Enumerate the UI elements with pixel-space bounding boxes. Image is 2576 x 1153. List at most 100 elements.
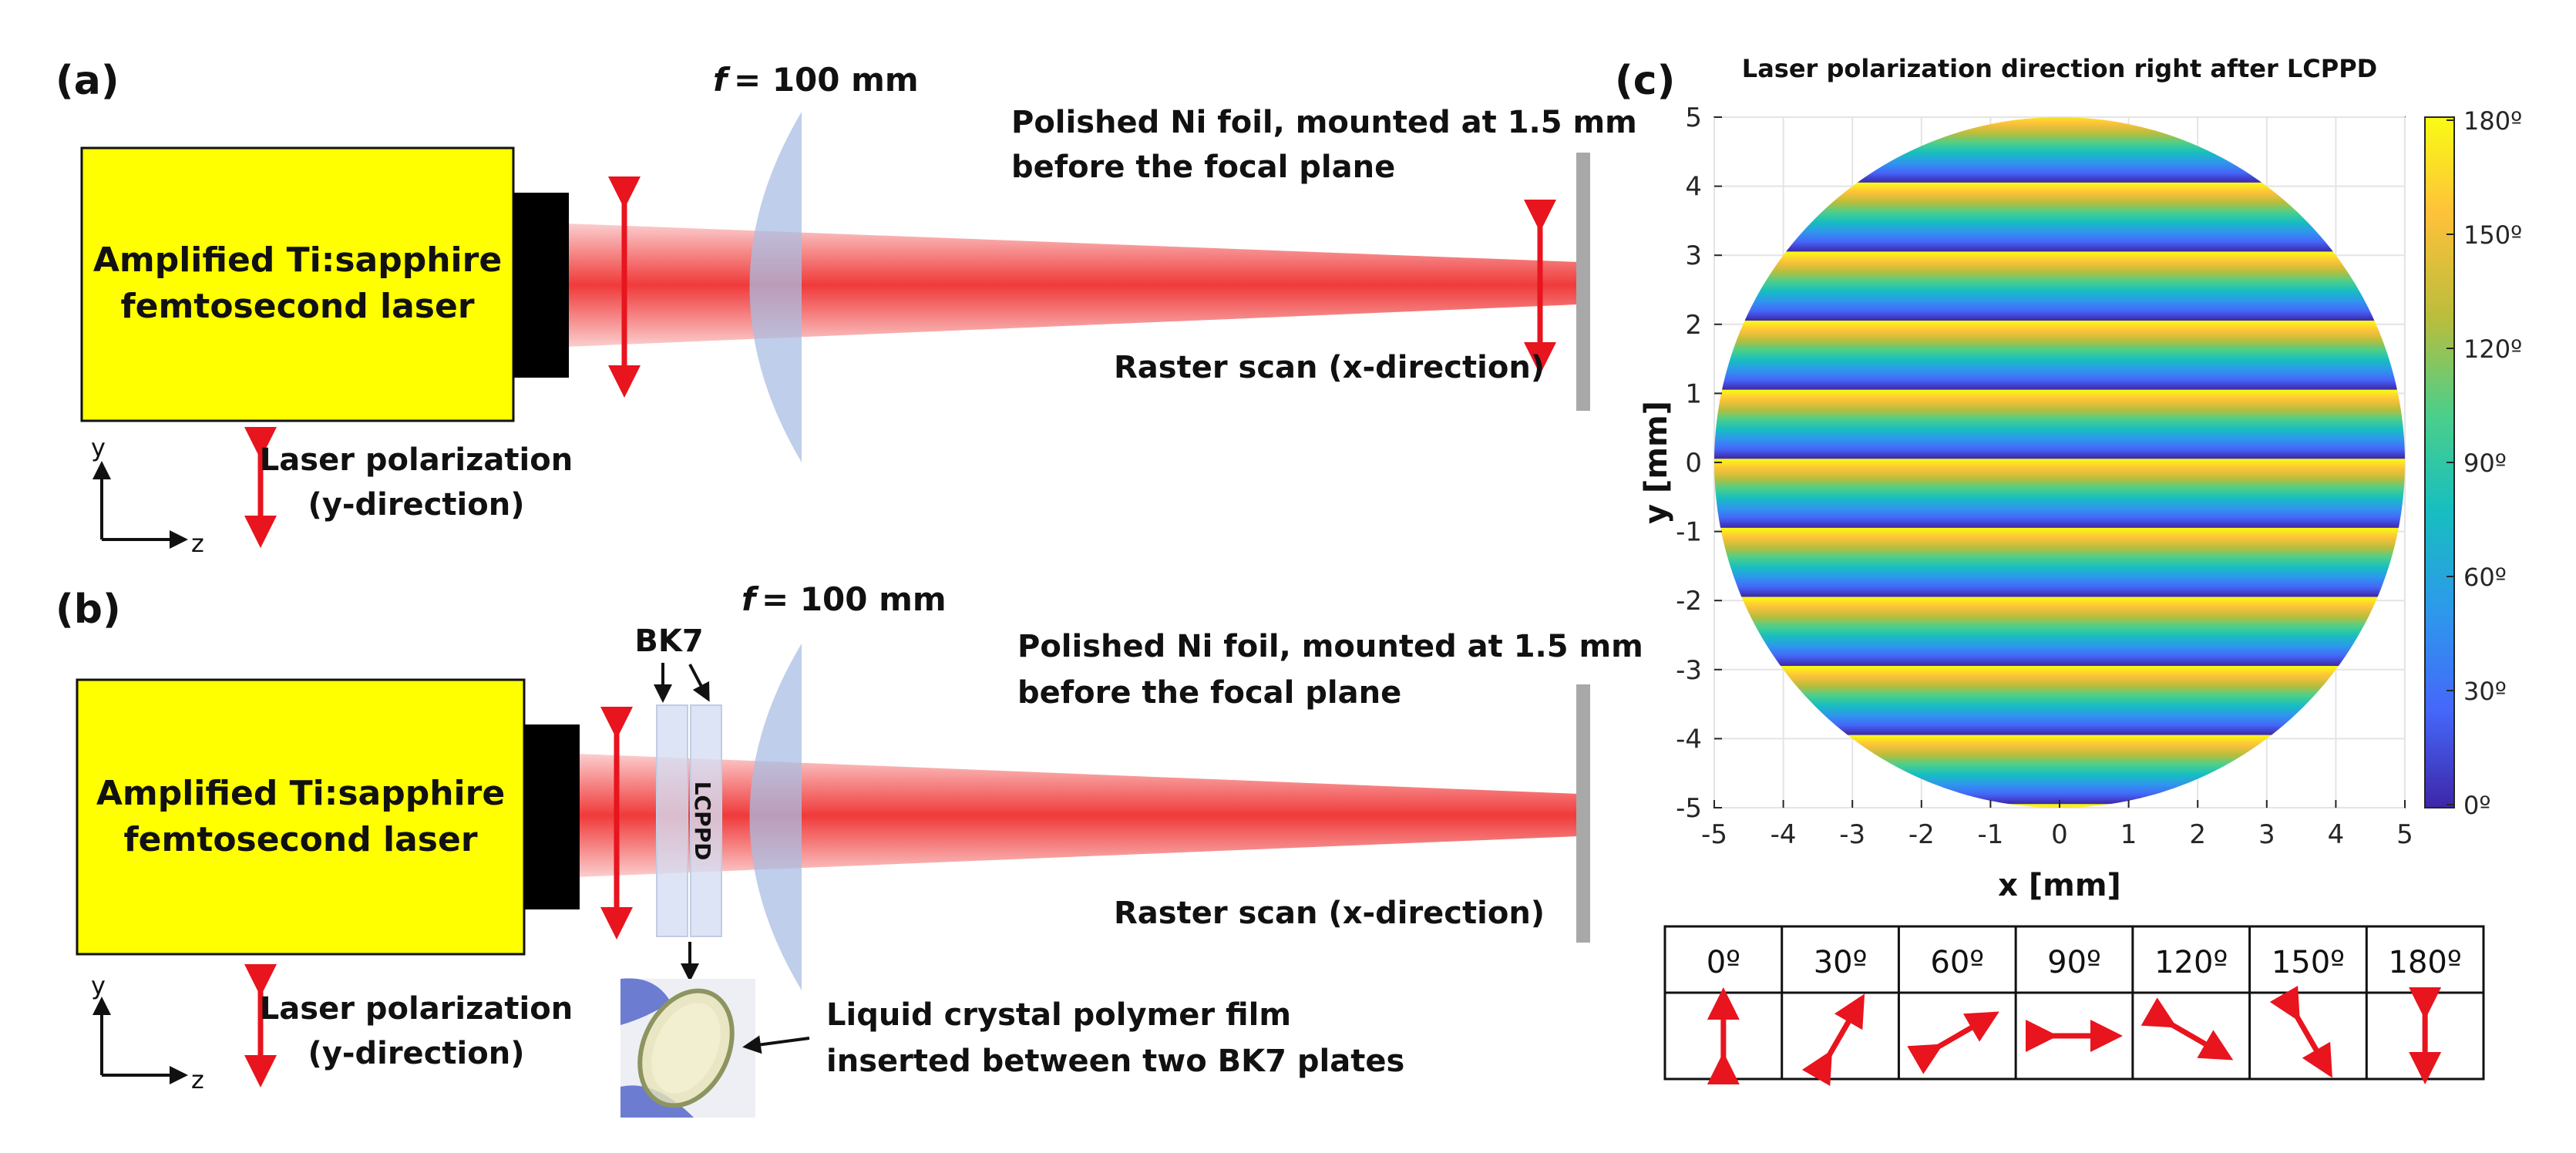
foil-label-line2: before the focal plane	[1017, 675, 1401, 711]
stripe-band	[1714, 654, 2405, 657]
stripe-band	[1714, 255, 2405, 257]
stripe-band	[1714, 238, 2405, 241]
stripe-band	[1714, 217, 2405, 219]
stripe-band	[1714, 524, 2405, 527]
stripe-band	[1714, 529, 2405, 533]
stripe-band	[1714, 368, 2405, 371]
stripe-band	[1714, 570, 2405, 573]
stripe-band	[1714, 351, 2405, 355]
y-tick-label: -2	[1676, 586, 1702, 617]
stripe-band	[1714, 611, 2405, 613]
stripe-band	[1714, 470, 2405, 473]
stripe-band	[1714, 679, 2405, 681]
laser-aperture	[513, 193, 569, 378]
stripe-band	[1714, 555, 2405, 557]
stripe-band	[1714, 657, 2405, 660]
stripe-band	[1714, 655, 2405, 658]
film-label-line2: inserted between two BK7 plates	[826, 1044, 1404, 1079]
lens-f: f	[713, 61, 731, 99]
stripe-band	[1714, 745, 2405, 748]
stripe-band	[1714, 194, 2405, 197]
stripe-band	[1714, 177, 2405, 180]
table-angle-label: 0º	[1707, 945, 1740, 980]
stripe-band	[1714, 271, 2405, 274]
stripe-band	[1714, 695, 2405, 698]
stripe-band	[1714, 405, 2405, 408]
stripe-band	[1714, 496, 2405, 498]
stripe-band	[1714, 166, 2405, 169]
stripe-band	[1714, 660, 2405, 662]
stripe-band	[1714, 219, 2405, 221]
stripe-band	[1714, 600, 2405, 603]
stripe-band	[1714, 428, 2405, 430]
stripe-band	[1714, 462, 2405, 465]
stripe-band	[1714, 770, 2405, 773]
stripe-band	[1714, 257, 2405, 261]
stripe-band	[1714, 548, 2405, 550]
stripe-band	[1714, 343, 2405, 346]
stripe-band	[1714, 254, 2405, 256]
stripe-band	[1714, 329, 2405, 332]
stripe-band	[1714, 714, 2405, 718]
stripe-band	[1714, 535, 2405, 538]
stripe-band	[1714, 444, 2405, 447]
stripe-band	[1714, 382, 2405, 385]
stripe-band	[1714, 641, 2405, 644]
stripe-band	[1714, 270, 2405, 273]
stripe-band	[1714, 496, 2405, 499]
polarization-label-line2: (y-direction)	[308, 487, 525, 523]
stripe-band	[1714, 308, 2405, 310]
stripe-band	[1714, 791, 2405, 793]
stripe-band	[1714, 355, 2405, 357]
stripe-band	[1714, 476, 2405, 479]
stripe-band	[1714, 552, 2405, 554]
stripe-band	[1714, 430, 2405, 433]
stripe-band	[1714, 674, 2405, 677]
stripe-band	[1714, 549, 2405, 552]
stripe-band	[1714, 445, 2405, 448]
stripe-band	[1714, 163, 2405, 165]
stripe-band	[1714, 731, 2405, 734]
stripe-band	[1714, 291, 2405, 294]
stripe-band	[1714, 278, 2405, 281]
stripe-band	[1714, 634, 2405, 636]
stripe-band	[1714, 331, 2405, 334]
stripe-band	[1714, 557, 2405, 560]
stripe-band	[1714, 686, 2405, 688]
x-tick-label: -1	[1977, 819, 2003, 850]
stripe-band	[1714, 287, 2405, 289]
stripe-band	[1714, 669, 2405, 672]
stripe-band	[1714, 580, 2405, 582]
stripe-band	[1714, 700, 2405, 702]
stripe-band	[1714, 705, 2405, 708]
stripe-band	[1714, 506, 2405, 509]
stripe-band	[1714, 711, 2405, 713]
stripe-band	[1714, 566, 2405, 568]
laser-box	[76, 678, 526, 956]
stripe-band	[1714, 233, 2405, 235]
stripe-band	[1714, 458, 2405, 461]
stripe-band	[1714, 252, 2405, 255]
stripe-band	[1714, 694, 2405, 697]
stripe-band	[1714, 302, 2405, 304]
stripe-band	[1714, 550, 2405, 553]
stripe-band	[1714, 350, 2405, 353]
stripe-band	[1714, 730, 2405, 733]
colorbar-tick-label: 30º	[2463, 677, 2507, 706]
stripe-band	[1714, 191, 2405, 194]
stripe-band	[1714, 210, 2405, 212]
stripe-band	[1714, 621, 2405, 624]
stripe-band	[1714, 263, 2405, 266]
stripe-band	[1714, 556, 2405, 559]
stripe-band	[1714, 130, 2405, 133]
stripe-band	[1714, 412, 2405, 415]
stripe-band	[1714, 635, 2405, 637]
stripe-band	[1714, 432, 2405, 434]
stripe-band	[1714, 212, 2405, 215]
stripe-band	[1714, 688, 2405, 691]
stripe-band	[1714, 241, 2405, 244]
stripe-band	[1714, 407, 2405, 409]
stripe-band	[1714, 482, 2405, 484]
stripe-band	[1714, 341, 2405, 343]
